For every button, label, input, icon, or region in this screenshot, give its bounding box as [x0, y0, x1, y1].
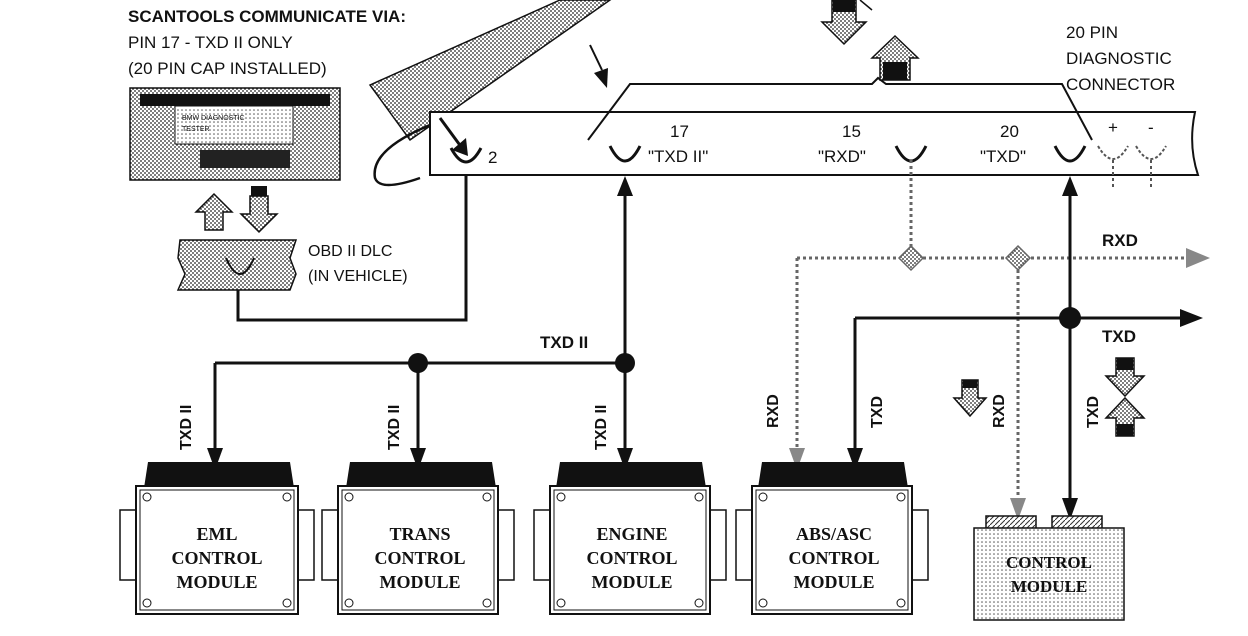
pin-plus-label: + — [1108, 118, 1118, 137]
txd-right-arrowhead — [1180, 309, 1203, 327]
txd-up-arrowhead — [1062, 176, 1078, 196]
rxd-junction-15 — [897, 244, 925, 272]
drop-label-cm-txd: TXD — [1085, 396, 1102, 428]
arrowhead-engine — [617, 448, 633, 470]
obd-dlc-sublabel: (IN VEHICLE) — [308, 268, 408, 285]
diagnostic-cable — [368, 0, 612, 187]
txd-arrowhead-abs — [847, 448, 863, 470]
txd2-bus — [213, 190, 627, 455]
connector-title-line3: CONNECTOR — [1066, 75, 1175, 94]
junction-txd2-engine — [615, 353, 635, 373]
scantool-screen-line1: BMW DIAGNOSTIC — [182, 115, 245, 122]
rxd-right-arrowhead — [1186, 248, 1210, 268]
pin-socket-plus — [1097, 145, 1129, 160]
header-title: SCANTOOLS COMMUNICATE VIA: — [128, 7, 406, 26]
generic-control-module — [973, 515, 1125, 621]
pin-20-number: 20 — [1000, 122, 1019, 141]
header-line-3: (20 PIN CAP INSTALLED) — [128, 59, 327, 78]
drop-label-abs-txd: TXD — [869, 396, 886, 428]
cm-module-line1: CONTROL — [1006, 553, 1092, 572]
txd-arrowhead-cm — [1062, 498, 1078, 520]
pin-17-name: "TXD II" — [648, 147, 708, 166]
pin-socket-minus — [1135, 145, 1167, 160]
drop-label-trans: TXD II — [386, 405, 403, 450]
rxd-bus-label: RXD — [1102, 231, 1138, 250]
obd-dlc-label: OBD II DLC — [308, 243, 392, 260]
cm-module-line2: MODULE — [1011, 577, 1088, 596]
pin-20-name: "TXD" — [980, 147, 1026, 166]
txd-bus-label: TXD — [1102, 327, 1136, 346]
eml-control-module — [119, 462, 315, 615]
abs-module-line3: MODULE — [794, 572, 875, 592]
trans-module-line2: CONTROL — [374, 548, 465, 568]
rxd-bus — [795, 160, 1198, 505]
obd-to-pin2-wire — [236, 170, 468, 322]
connector-title-line1: 20 PIN — [1066, 23, 1118, 42]
pin-17-number: 17 — [670, 122, 689, 141]
junction-txd — [1059, 307, 1081, 329]
trans-module-line1: TRANS — [389, 524, 450, 544]
abs-module-line2: CONTROL — [788, 548, 879, 568]
eml-module-line2: CONTROL — [171, 548, 262, 568]
trans-control-module — [321, 462, 515, 615]
txd2-up-arrowhead — [617, 176, 633, 196]
connector-top-arrows — [820, 0, 920, 81]
pin-15-name: "RXD" — [818, 147, 866, 166]
engine-module-line3: MODULE — [592, 572, 673, 592]
pin-socket-2 — [449, 147, 483, 164]
txd2-bus-label: TXD II — [540, 333, 588, 352]
rxd-arrowhead-cm — [1010, 498, 1026, 520]
scantool-device: BMW DIAGNOSTIC TESTER — [129, 87, 341, 181]
drop-label-eml: TXD II — [178, 405, 195, 450]
header-line-2: PIN 17 - TXD II ONLY — [128, 33, 293, 52]
abs-asc-control-module — [735, 462, 929, 615]
arrowhead-eml — [207, 448, 223, 470]
drop-label-cm-rxd: RXD — [991, 394, 1008, 428]
drop-label-abs-rxd: RXD — [765, 394, 782, 428]
obd-dlc-connector — [176, 239, 298, 291]
rxd-arrowhead-abs — [789, 448, 805, 470]
txd-bus — [853, 190, 1190, 505]
engine-control-module — [533, 462, 727, 615]
pin-socket-17 — [608, 145, 642, 163]
cm-updown-arrows — [952, 357, 1146, 437]
eml-module-line1: EML — [196, 524, 237, 544]
connector-title-line2: DIAGNOSTIC — [1066, 49, 1172, 68]
arrowhead-trans — [410, 448, 426, 470]
pin-2-number: 2 — [488, 148, 497, 167]
eml-module-line3: MODULE — [177, 572, 258, 592]
rxd-junction-cm — [1004, 244, 1032, 272]
engine-module-line1: ENGINE — [596, 524, 667, 544]
pin-15-number: 15 — [842, 122, 861, 141]
scantool-updown-arrows — [194, 186, 279, 234]
engine-module-line2: CONTROL — [586, 548, 677, 568]
trans-module-line3: MODULE — [380, 572, 461, 592]
abs-module-line1: ABS/ASC — [796, 524, 872, 544]
pin-minus-label: - — [1148, 118, 1154, 137]
drop-label-engine: TXD II — [593, 405, 610, 450]
junction-txd2-trans — [408, 353, 428, 373]
pin-socket-20 — [1053, 145, 1087, 163]
scantool-screen-line2: TESTER — [182, 126, 210, 133]
